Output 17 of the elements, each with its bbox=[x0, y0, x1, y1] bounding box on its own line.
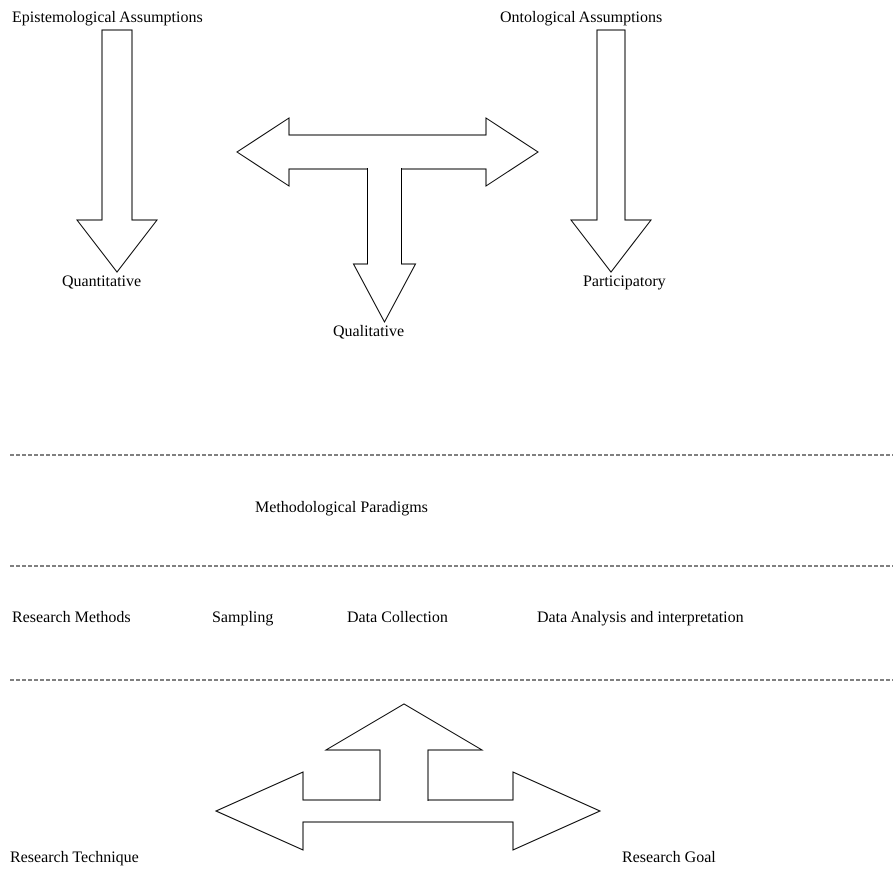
block-arrow bbox=[236, 117, 539, 187]
block-arrow bbox=[76, 30, 158, 273]
node-text: Research Goal bbox=[622, 848, 716, 868]
text-label: Data Analysis and interpretation bbox=[537, 608, 744, 628]
text-label: Methodological Paradigms bbox=[255, 498, 428, 518]
node-text: Ontological Assumptions bbox=[500, 8, 662, 28]
node-text: Qualitative bbox=[333, 322, 404, 342]
node-text: Quantitative bbox=[62, 272, 142, 292]
block-arrow bbox=[214, 771, 602, 851]
block-arrow bbox=[352, 168, 416, 324]
text-label: Data Collection bbox=[347, 608, 448, 628]
text-label: Research Methods bbox=[12, 608, 131, 628]
node-text: Research Technique bbox=[10, 848, 139, 868]
node-text: Participatory bbox=[583, 272, 666, 292]
node-text: Epistemological Assumptions bbox=[12, 8, 203, 28]
text-label: Sampling bbox=[212, 608, 274, 628]
block-arrow bbox=[570, 30, 652, 273]
